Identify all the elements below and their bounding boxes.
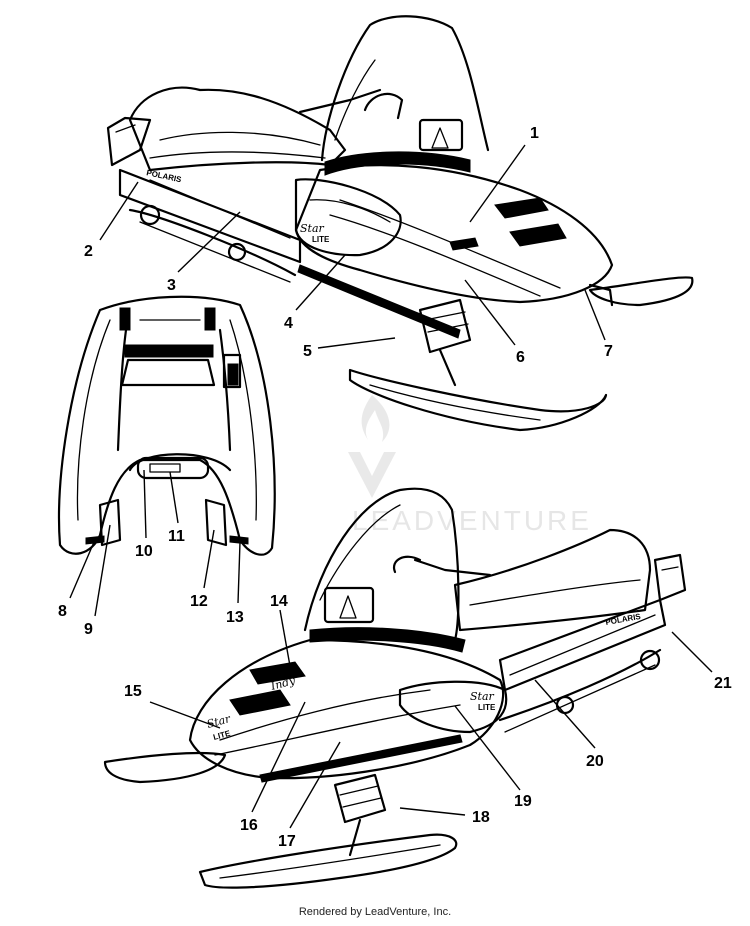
- model-decal-sub-bottom-front: LITE: [212, 729, 232, 742]
- leader-19: [454, 705, 521, 791]
- snowmobile-top-view: Star LITE POLARIS: [106, 15, 694, 432]
- watermark-logo: LEADVENTURE: [348, 395, 592, 536]
- callout-labels: 1 2 3 4 5 6 7 8 9 10 11 12 13 14 15 16 1…: [58, 125, 732, 850]
- callout-11: 11: [168, 528, 185, 545]
- leader-8: [69, 541, 95, 599]
- leader-16: [251, 701, 306, 813]
- callout-10: 10: [135, 543, 153, 560]
- leader-17: [289, 741, 341, 829]
- leader-11: [169, 471, 179, 524]
- leader-9: [94, 524, 111, 617]
- callout-17: 17: [278, 833, 296, 850]
- leader-7: [584, 289, 606, 341]
- leader-5: [317, 337, 396, 349]
- callout-8: 8: [58, 603, 67, 620]
- callout-5: 5: [303, 343, 312, 360]
- callout-18: 18: [472, 809, 490, 826]
- leader-4: [295, 254, 346, 311]
- hood-top-view: [57, 295, 276, 556]
- snowmobile-bottom-view: POLARIS Indy Star LITE Star LITE: [103, 487, 687, 889]
- leader-13: [237, 541, 241, 604]
- callout-20: 20: [586, 753, 604, 770]
- model-decal-sub-bottom-side: LITE: [478, 703, 496, 712]
- leader-15: [149, 701, 221, 729]
- model-decal-script-top: Star: [300, 222, 325, 235]
- model-decal-script-bottom-side: Star: [470, 690, 495, 703]
- callout-19: 19: [514, 793, 532, 810]
- callout-14: 14: [270, 593, 288, 610]
- callout-13: 13: [226, 609, 244, 626]
- footer-credit: Rendered by LeadVenture, Inc.: [298, 906, 452, 918]
- leader-21: [671, 631, 713, 673]
- callout-2: 2: [84, 243, 93, 260]
- model-decal-script-bottom-front: Star: [205, 712, 232, 731]
- callout-15: 15: [124, 683, 142, 700]
- leader-14: [279, 609, 291, 667]
- leader-lines: [69, 144, 713, 829]
- callout-21: 21: [714, 675, 732, 692]
- leader-12: [203, 529, 215, 589]
- callout-16: 16: [240, 817, 258, 834]
- callout-7: 7: [604, 343, 613, 360]
- leader-6: [464, 279, 516, 346]
- watermark-text: LEADVENTURE: [352, 505, 592, 536]
- callout-4: 4: [284, 315, 293, 332]
- leader-18: [399, 807, 466, 816]
- callout-9: 9: [84, 621, 93, 638]
- callout-12: 12: [190, 593, 208, 610]
- leader-3: [177, 211, 241, 273]
- callout-1: 1: [530, 125, 539, 142]
- callout-3: 3: [167, 277, 176, 294]
- callout-6: 6: [516, 349, 525, 366]
- leader-1: [469, 144, 526, 223]
- leader-2: [99, 181, 139, 241]
- model-decal-sub-top: LITE: [312, 235, 330, 244]
- leader-10: [143, 469, 147, 539]
- leader-20: [534, 679, 596, 749]
